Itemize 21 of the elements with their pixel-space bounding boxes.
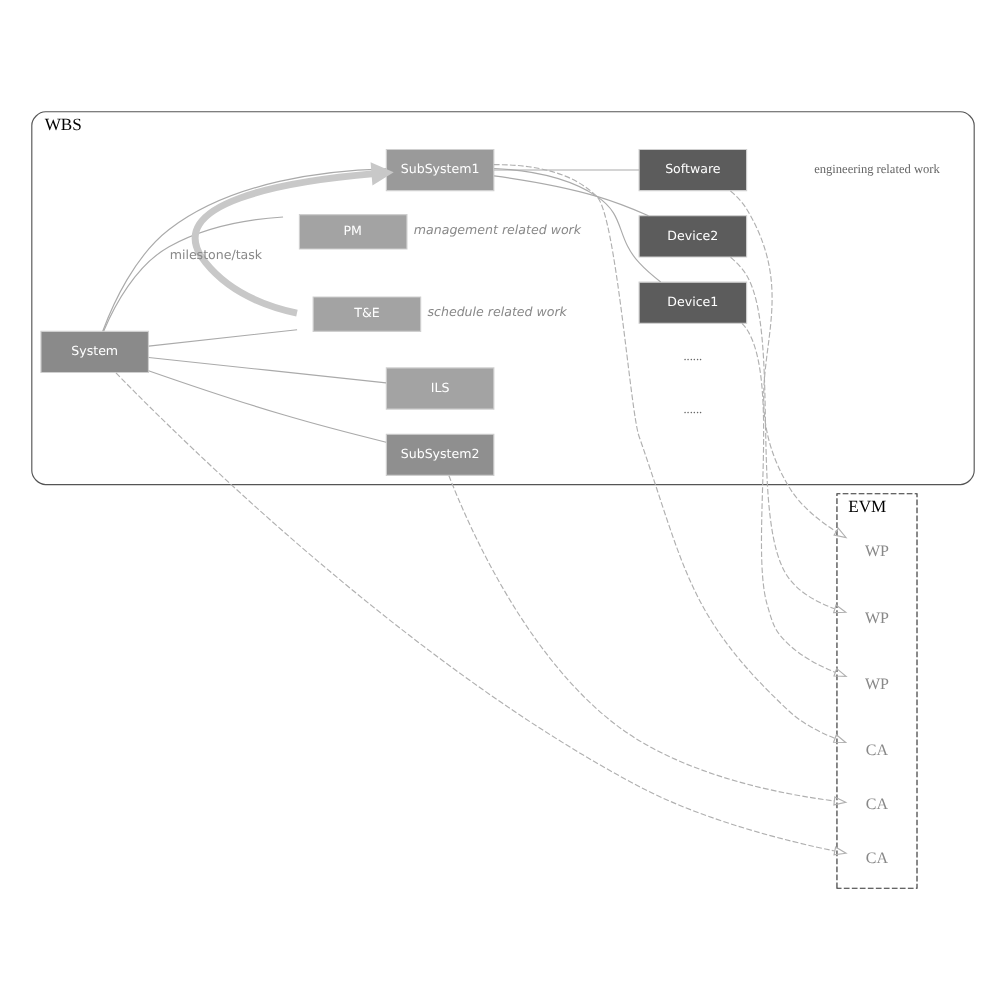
arrow — [740, 321, 847, 676]
node-text: CA — [864, 847, 888, 866]
node-text: WP — [863, 541, 888, 560]
node-text: CA — [864, 794, 888, 813]
arrow — [447, 474, 847, 805]
connector — [101, 167, 386, 331]
connector — [492, 168, 639, 170]
connector — [147, 355, 386, 383]
arrow — [114, 371, 847, 855]
arrow — [728, 189, 847, 538]
connector — [492, 174, 649, 216]
node-text: WP — [863, 673, 888, 692]
connector — [147, 328, 297, 346]
arrow — [191, 161, 393, 316]
node-text: CA — [864, 740, 888, 759]
arrow — [728, 255, 847, 613]
connector — [492, 166, 661, 282]
connector — [102, 215, 283, 331]
node-text: WP — [863, 607, 888, 626]
connector — [146, 369, 386, 442]
arrow — [492, 163, 847, 743]
